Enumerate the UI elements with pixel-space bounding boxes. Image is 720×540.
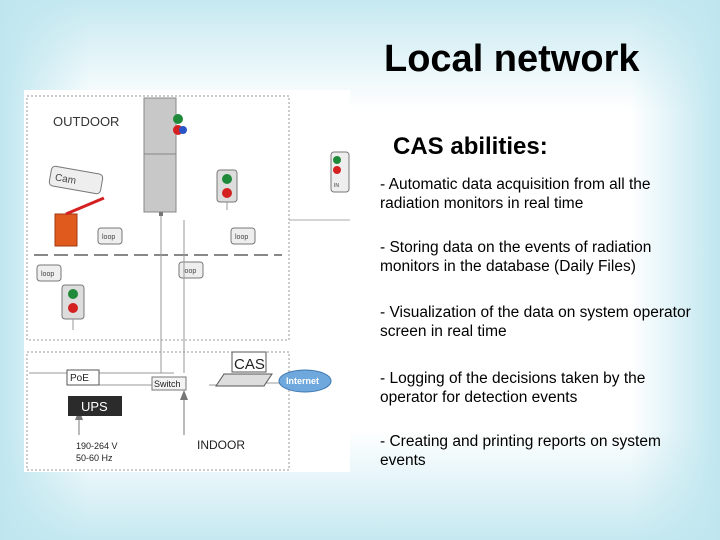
traffic-light-lower — [61, 284, 85, 320]
camera: Cam — [48, 165, 104, 195]
camera-label: Cam — [54, 172, 77, 187]
keyboard-icon — [215, 373, 273, 387]
network-diagram: OUTDOOR IN Cam loop loop — [24, 90, 350, 472]
bullet-item: - Storing data on the events of radiatio… — [380, 239, 652, 275]
switch-label: Switch — [154, 379, 181, 389]
barrier — [54, 192, 111, 247]
monitor-pillar — [143, 97, 187, 216]
traffic-light-outdoor — [216, 169, 238, 203]
loop-sensor: loop — [36, 264, 62, 282]
svg-text:IN: IN — [334, 183, 339, 189]
blue-light-icon — [179, 126, 187, 134]
indoor-boundary — [26, 351, 290, 471]
poe-box: PoE — [66, 369, 100, 386]
poe-label: PoE — [70, 373, 89, 384]
bullet-item: - Automatic data acquisition from all th… — [380, 176, 651, 212]
loop-sensor: loop — [97, 227, 123, 245]
svg-text:loop: loop — [41, 271, 54, 278]
in-out-indicator: IN — [330, 151, 350, 193]
voltage-label: 190-264 V — [76, 441, 118, 451]
svg-text:loop: loop — [235, 234, 248, 241]
outdoor-boundary — [26, 95, 290, 341]
internet-label: Internet — [286, 376, 319, 386]
cas-label: CAS — [234, 356, 265, 373]
bullet-item: - Creating and printing reports on syste… — [380, 433, 661, 469]
green-light-icon — [173, 114, 183, 124]
svg-text:loop: loop — [183, 268, 196, 275]
indoor-label: INDOOR — [197, 438, 245, 452]
loop-sensor: loop — [230, 227, 256, 245]
slide-subtitle: CAS abilities: — [393, 133, 548, 160]
svg-text:loop: loop — [102, 234, 115, 241]
up-arrow-icon — [180, 390, 188, 400]
internet-cloud: Internet — [278, 369, 332, 393]
outdoor-label: OUTDOOR — [53, 114, 119, 129]
network-switch: Switch — [151, 376, 187, 391]
loop-sensor: loop — [178, 261, 204, 279]
slide-title: Local network — [384, 38, 640, 80]
cas-computer: CAS — [215, 351, 273, 387]
bullet-item: - Visualization of the data on system op… — [380, 304, 691, 340]
frequency-label: 50-60 Hz — [76, 453, 113, 463]
bullet-item: - Logging of the decisions taken by the … — [380, 370, 646, 406]
ups-box: UPS — [68, 396, 122, 416]
ups-label: UPS — [81, 399, 108, 414]
